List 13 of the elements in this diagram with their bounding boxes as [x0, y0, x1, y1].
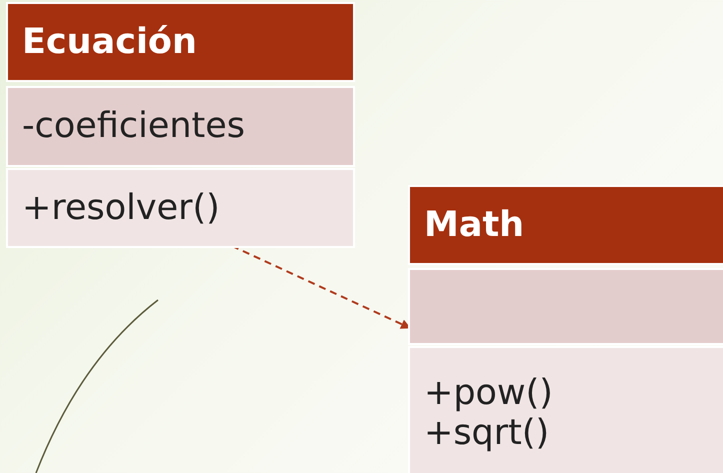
method-text: +pow(): [424, 372, 554, 413]
method-text: +resolver(): [22, 188, 221, 228]
dependency-arrow: [232, 245, 411, 329]
class-name: Ecuación: [22, 22, 198, 62]
class-name: Math: [424, 204, 526, 246]
attribute-text: -coeficientes: [22, 106, 246, 147]
methods-compartment: [410, 348, 723, 473]
methods-compartment: [8, 170, 353, 246]
method-text: +sqrt(): [424, 413, 550, 454]
attributes-compartment: [410, 270, 723, 343]
attributes-compartment: [8, 88, 353, 165]
class-header: [410, 187, 723, 263]
class-header: [8, 4, 353, 80]
